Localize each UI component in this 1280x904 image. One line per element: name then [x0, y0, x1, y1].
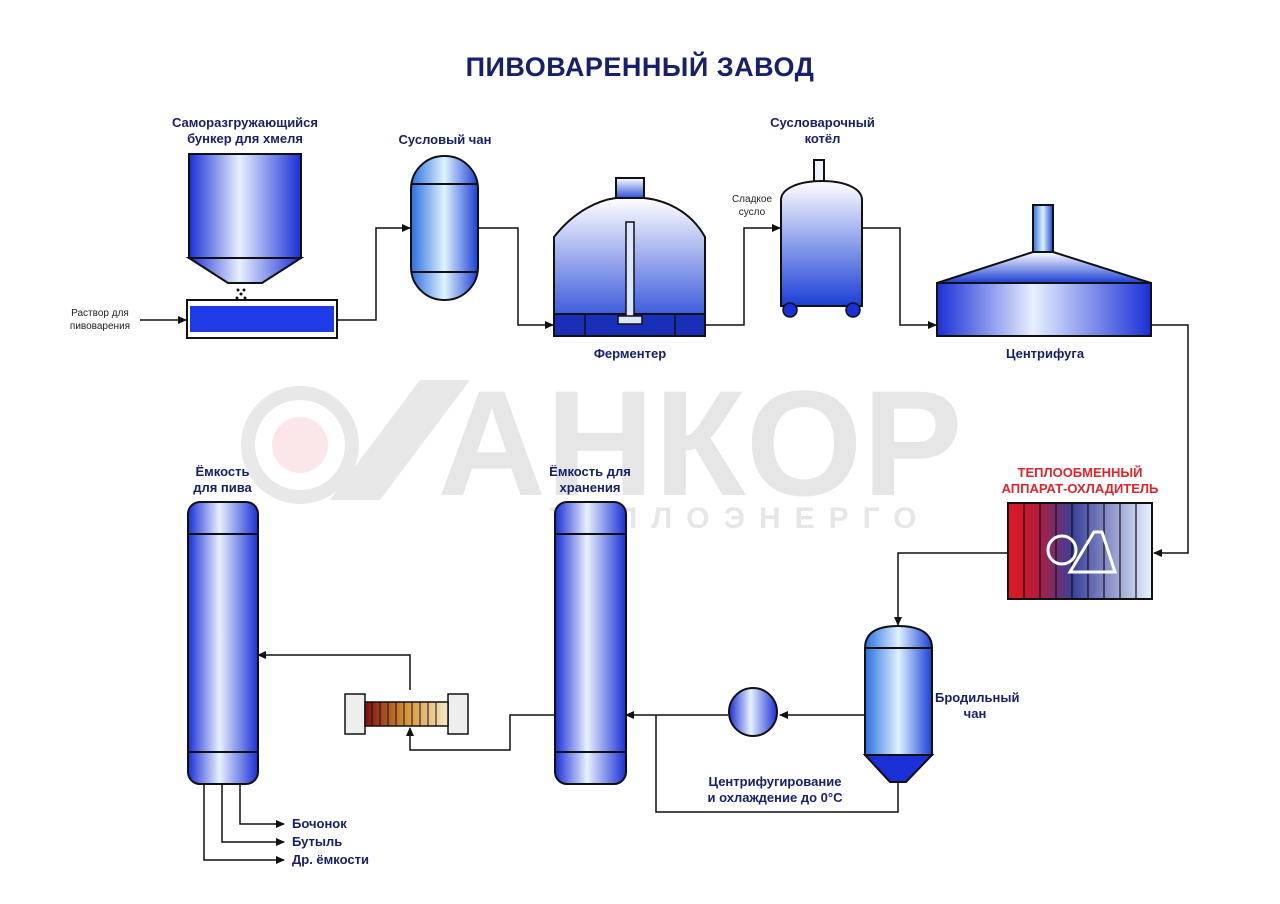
conveyor: [186, 299, 338, 339]
label-hop-hopper: Саморазгружающийся бункер для хмеля: [171, 115, 318, 146]
centrifuge: [936, 204, 1152, 337]
label-centrifuge: Центрифуга: [1005, 346, 1085, 361]
label-fermenter: Ферментер: [593, 346, 667, 361]
pump: [728, 687, 778, 737]
label-beer-tank: Ёмкость для пива: [193, 464, 252, 495]
watermark-text: АНКОР: [438, 359, 963, 527]
fermenting-vat: [862, 624, 935, 783]
fermenter: [553, 177, 706, 337]
hop-hopper: [185, 153, 305, 300]
page-title: ПИВОВАРЕННЫЙ ЗАВОД: [465, 52, 815, 82]
label-brew-solution: Раствор для пивоварения: [69, 308, 131, 332]
wort-vat: [410, 155, 479, 301]
inline-filter: [344, 693, 469, 735]
exchanger-logo-icon: [1046, 534, 1078, 566]
output-other-containers: Др. ёмкости: [292, 852, 369, 867]
label-heat-exchanger: ТЕПЛООБМЕННЫЙ АППАРАТ-ОХЛАДИТЕЛЬ: [1001, 465, 1159, 496]
heat-exchanger: [1007, 502, 1153, 600]
label-sweet-wort: Сладкое сусло: [731, 194, 773, 218]
wort-kettle: [780, 159, 863, 318]
output-bottle: Бутыль: [292, 834, 343, 849]
beer-tank: [187, 501, 259, 785]
output-keg: Бочонок: [292, 816, 347, 831]
label-fermenting-vat: Бродильный чан: [935, 690, 1020, 721]
label-wort-kettle: Сусловарочный котёл: [770, 115, 875, 146]
pipelines: [140, 224, 1189, 864]
label-storage-tank: Ёмкость для хранения: [549, 464, 631, 495]
label-centrifuge-cooling: Центрифугирование и охлаждение до 0°С: [707, 774, 843, 805]
storage-tank: [554, 501, 627, 785]
label-wort-vat: Сусловый чан: [398, 132, 492, 147]
